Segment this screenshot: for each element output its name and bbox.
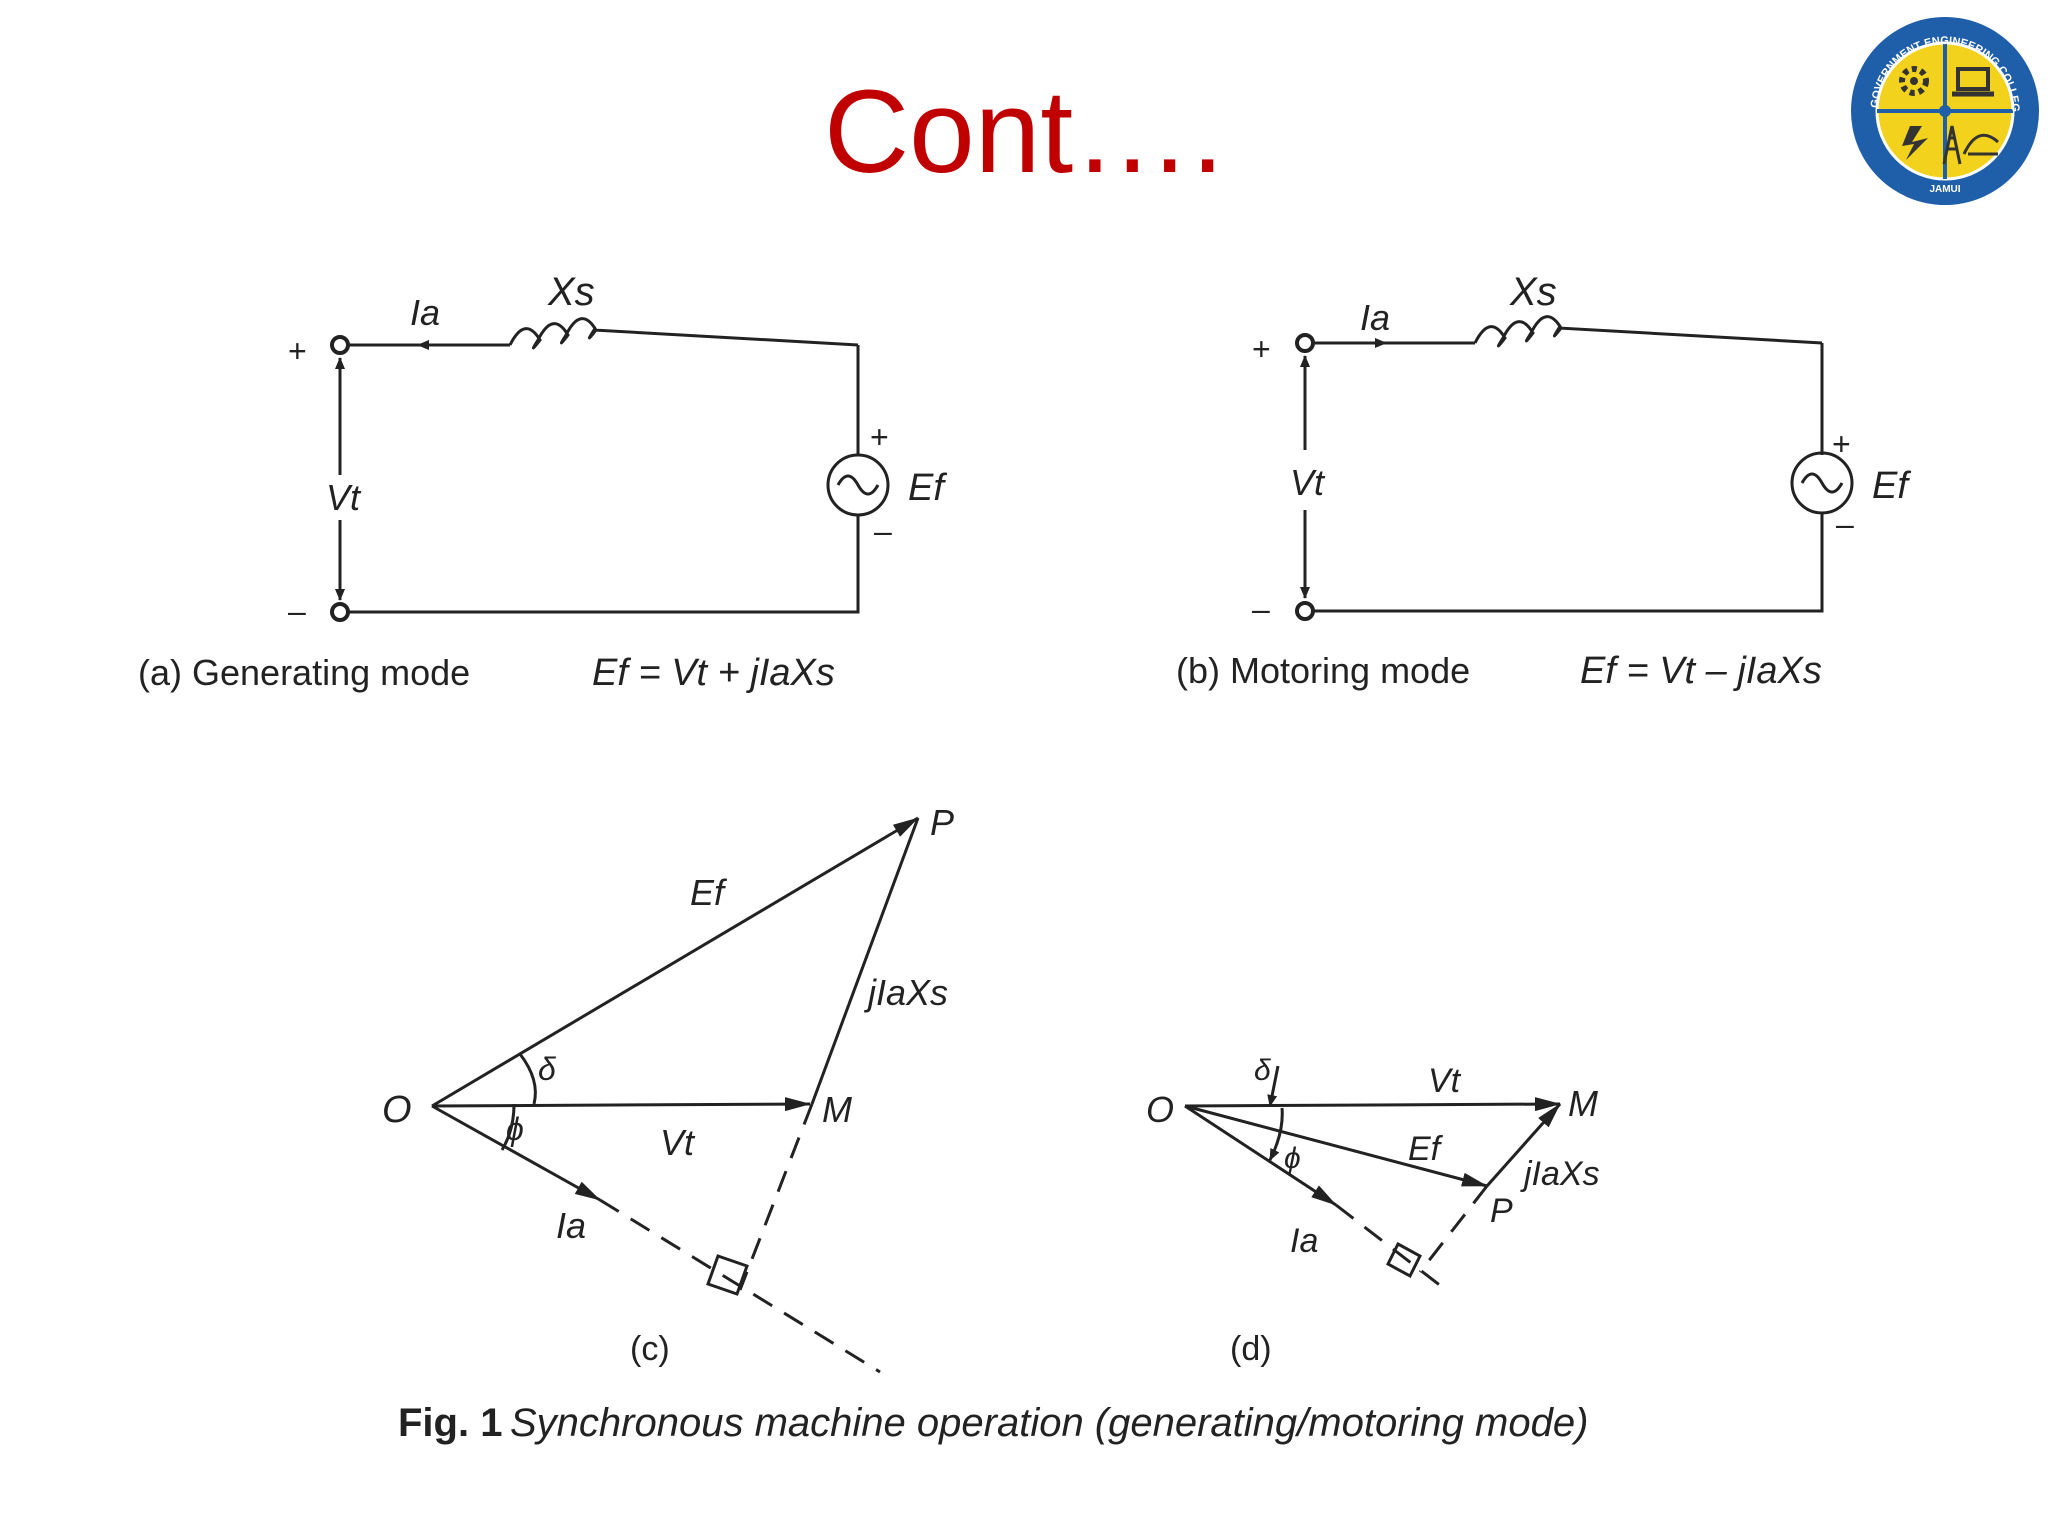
circuit-b-motoring: Ia Xs Vt Ef + – + – (b) Motoring mode Ef…	[1176, 270, 1911, 692]
gear-icon	[1899, 66, 1929, 96]
phasor-d-right-angle	[1386, 1241, 1422, 1279]
circuit-b-ef-label: Ef	[1872, 465, 1911, 507]
circuit-a-minus-left: –	[288, 593, 306, 629]
phasor-d-vt-label: Vt	[1428, 1062, 1462, 1100]
phasor-c-ia-label: Ia	[556, 1205, 586, 1246]
circuit-b-caption-label: (b) Motoring mode	[1176, 650, 1470, 691]
circuit-b-current-label: Ia	[1360, 297, 1390, 338]
phasor-c-delta-label: δ	[538, 1051, 557, 1087]
circuit-a-plus-source: +	[870, 419, 889, 455]
phasor-c-origin-label: O	[382, 1089, 412, 1131]
circuit-b-plus-source: +	[1832, 426, 1851, 462]
phasor-d-origin-label: O	[1146, 1089, 1174, 1130]
circuit-a-caption-label: (a) Generating mode	[138, 652, 470, 693]
circuit-a-terminal-top	[330, 335, 350, 355]
circuit-a-terminal-bottom	[330, 602, 350, 622]
phasor-c-ef-vector	[431, 816, 919, 1108]
circuit-a-caption-equation: Ef = Vt + jIaXs	[592, 652, 835, 694]
phasor-c-ef-label: Ef	[690, 872, 728, 913]
lightning-icon	[1902, 126, 1928, 160]
phasor-c-phi-arc	[500, 1103, 516, 1151]
circuit-b-terminal-top	[1295, 333, 1315, 353]
phasor-d-caption: (d)	[1230, 1330, 1272, 1368]
phasor-c-phi-label: ϕ	[506, 1111, 524, 1147]
phasor-d-ia-vector	[1184, 1104, 1337, 1207]
phasor-c-vt-label: Vt	[660, 1122, 696, 1163]
circuit-a-generating: Ia Xs Vt Ef + – + – (a) Generating mode …	[138, 270, 947, 694]
phasor-diagram-c: O P M Ef jIaXs Vt Ia δ ϕ (c)	[382, 802, 954, 1374]
circuit-b-sine-icon	[1800, 472, 1844, 494]
phasor-d-ef-vector	[1184, 1104, 1488, 1188]
logo-bottom-text: JAMUI	[1929, 184, 1960, 195]
phasor-diagram-d: O M P Vt Ef jIaXs Ia δ ϕ (d)	[1146, 1054, 1600, 1368]
phasor-c-delta-arc	[518, 1053, 537, 1105]
phasor-d-delta-label: δ	[1254, 1054, 1271, 1087]
phasor-d-ia-label: Ia	[1290, 1222, 1318, 1260]
circuit-b-bottom-wire	[1305, 513, 1824, 613]
phasor-d-perpendicular	[1418, 1185, 1489, 1273]
phasor-d-ef-label: Ef	[1408, 1130, 1444, 1168]
circuit-a-sine-icon	[836, 474, 880, 496]
circuit-b-reactance-label: Xs	[1509, 270, 1557, 314]
tower-icon	[1942, 125, 1962, 165]
slide-title: Cont….	[823, 66, 1225, 198]
circuit-a-ef-label: Ef	[908, 467, 947, 509]
phasor-c-right-angle	[706, 1254, 749, 1296]
bridge-icon	[1962, 133, 2000, 156]
circuit-a-reactance-label: Xs	[547, 270, 595, 314]
phasor-c-caption: (c)	[630, 1330, 670, 1368]
laptop-icon	[1952, 67, 1994, 97]
phasor-c-vt-vector	[431, 1097, 811, 1112]
circuit-b-caption-equation: Ef = Vt – jIaXs	[1580, 650, 1822, 692]
phasor-c-p-label: P	[930, 802, 954, 843]
phasor-c-drop-vector	[810, 817, 920, 1105]
circuit-a-inductor	[508, 317, 859, 350]
phasor-d-phi-label: ϕ	[1284, 1142, 1301, 1175]
college-logo: GOVERNMENT ENGINEERING COLLEGE JAMUI	[1848, 14, 2039, 205]
circuit-a-plus-left: +	[288, 333, 307, 369]
circuit-a-vt-label: Vt	[326, 477, 362, 518]
phasor-d-p-label: P	[1490, 1192, 1513, 1230]
phasor-d-drop-vector	[1485, 1103, 1562, 1187]
figure-caption-text: Synchronous machine operation (generatin…	[510, 1401, 1588, 1445]
circuit-a-bottom-wire	[340, 515, 860, 614]
phasor-c-m-label: M	[822, 1089, 852, 1130]
phasor-d-ia-extension	[1335, 1203, 1447, 1292]
circuit-a-current-label: Ia	[410, 292, 440, 333]
phasor-d-delta-arrow	[1267, 1065, 1280, 1107]
phasor-d-m-label: M	[1568, 1083, 1598, 1124]
phasor-d-phi-arc	[1268, 1107, 1284, 1161]
circuit-b-minus-left: –	[1252, 591, 1270, 627]
circuit-b-minus-source: –	[1836, 506, 1854, 542]
figure-number: Fig. 1	[398, 1401, 502, 1445]
phasor-c-drop-label: jIaXs	[863, 972, 948, 1013]
phasor-d-drop-label: jIaXs	[1520, 1155, 1600, 1193]
circuit-a-minus-source: –	[874, 513, 892, 549]
phasor-c-perpendicular	[738, 1103, 814, 1291]
circuit-b-vt-label: Vt	[1290, 462, 1326, 503]
phasor-d-vt-vector	[1184, 1097, 1561, 1112]
phasor-c-ia-vector	[431, 1104, 601, 1202]
circuit-b-inductor	[1473, 315, 1823, 348]
circuit-b-plus-left: +	[1252, 331, 1271, 367]
circuit-b-terminal-bottom	[1295, 601, 1315, 621]
